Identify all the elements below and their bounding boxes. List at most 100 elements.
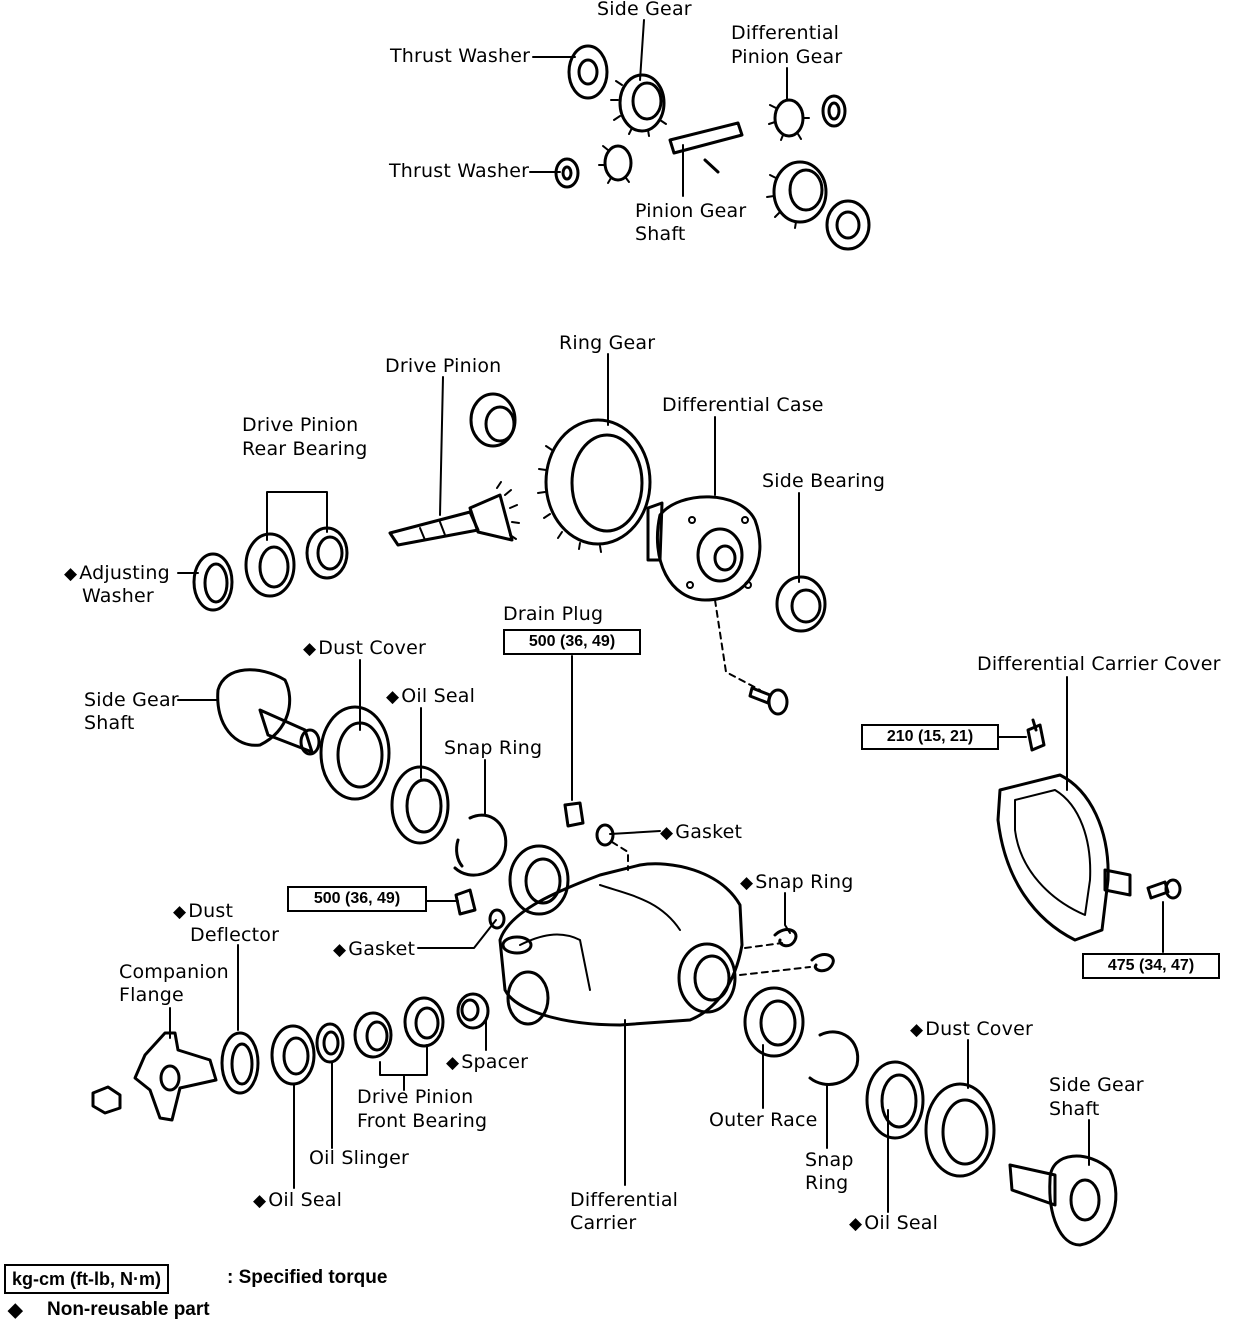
front-bearing-cone-part	[353, 1011, 393, 1059]
label-dust-deflector-line2: Deflector	[190, 924, 280, 946]
rear-bearing-cone-part	[305, 526, 349, 580]
label-side-gear-shaft-right-line2: Shaft	[1049, 1098, 1100, 1120]
label-drain-plug: Drain Plug	[503, 603, 604, 625]
torque-drain-plug: 500 (36, 49)	[503, 629, 641, 655]
non-reusable-mark: ◆	[173, 902, 187, 922]
label-side-gear-shaft-right-line1: Side Gear	[1049, 1074, 1144, 1096]
label-drive-pinion: Drive Pinion	[385, 355, 502, 377]
front-bearing-race-part	[403, 996, 445, 1048]
companion-flange-part	[133, 1031, 218, 1122]
adjusting-washer-part	[192, 552, 234, 612]
lower-side-gear-part	[766, 160, 828, 229]
companion-nut-part	[91, 1085, 122, 1115]
label-side-gear-shaft-left-line1: Side Gear	[84, 689, 179, 711]
differential-case-part	[646, 495, 762, 602]
label-drive-pinion-front-bearing-line2: Front Bearing	[357, 1110, 488, 1132]
outer-race-lower-part	[743, 986, 805, 1058]
non-reusable-mark: ◆	[386, 687, 400, 707]
label-drive-pinion-rear-bearing-line2: Rear Bearing	[242, 438, 368, 460]
non-reusable-mark: ◆	[64, 564, 78, 584]
label-companion-flange-line1: Companion	[119, 961, 229, 983]
outer-race-upper-part	[508, 844, 570, 916]
snap-ring-right-part	[773, 928, 835, 973]
label-thrust-washer-top: Thrust Washer	[390, 45, 531, 67]
label-dust-cover-right: ◆Dust Cover	[910, 1018, 1033, 1040]
torque-breather: 210 (15, 21)	[861, 724, 999, 750]
label-side-gear: Side Gear	[597, 0, 692, 20]
bolt-under-case-part	[748, 686, 789, 716]
label-pinion-gear-shaft-line1: Pinion Gear	[635, 200, 747, 222]
label-oil-slinger: Oil Slinger	[309, 1147, 409, 1169]
assembly-lines	[611, 599, 811, 976]
label-ring-gear: Ring Gear	[559, 332, 656, 354]
small-pinion-gear-part	[598, 144, 633, 184]
dust-cover-left-part	[319, 705, 391, 801]
legend-torque-text: : Specified torque	[227, 1267, 388, 1288]
rear-bearing-outer-race-part	[244, 532, 296, 598]
label-differential-carrier-cover: Differential Carrier Cover	[977, 653, 1221, 675]
label-pinion-gear-shaft-line2: Shaft	[635, 223, 686, 245]
non-reusable-mark: ◆	[910, 1020, 924, 1040]
legend-non-reusable-text: Non-reusable part	[47, 1299, 210, 1320]
thrust-washer-bottom-part	[554, 157, 580, 189]
label-differential-pinion-gear-line2: Pinion Gear	[731, 46, 843, 68]
breather-plug-part	[1026, 718, 1046, 752]
non-reusable-mark: ◆	[740, 873, 754, 893]
label-gasket-drain: ◆Gasket	[660, 821, 743, 843]
non-reusable-mark: ◆	[660, 823, 674, 843]
ring-gear-part	[537, 418, 652, 553]
non-reusable-mark: ◆	[333, 940, 347, 960]
label-dust-cover-left: ◆Dust Cover	[303, 637, 426, 659]
side-gear-shaft-right-part	[1008, 1154, 1118, 1247]
label-differential-pinion-gear-line1: Differential	[731, 22, 840, 44]
cover-bolt-part	[1146, 878, 1182, 900]
drive-pinion-part	[388, 481, 520, 547]
side-gear-part	[610, 73, 667, 137]
label-oil-seal-front: ◆Oil Seal	[253, 1189, 343, 1211]
legend-torque-box: kg-cm (ft-lb, N·m)	[4, 1264, 169, 1294]
thrust-washer-top-part	[567, 44, 609, 100]
label-differential-case: Differential Case	[662, 394, 824, 416]
label-side-gear-shaft-left-line2: Shaft	[84, 712, 135, 734]
label-oil-seal-upper: ◆Oil Seal	[386, 685, 476, 707]
label-oil-seal-right: ◆Oil Seal	[849, 1212, 939, 1234]
filler-plug-part	[454, 888, 506, 930]
label-snap-ring-lower-line1: Snap	[805, 1149, 854, 1171]
label-drive-pinion-front-bearing-line1: Drive Pinion	[357, 1086, 474, 1108]
label-drive-pinion-rear-bearing-line1: Drive Pinion	[242, 414, 359, 436]
non-reusable-mark: ◆	[253, 1191, 267, 1211]
snap-ring-lower-part	[808, 1030, 860, 1086]
differential-pinion-gear-part	[768, 94, 847, 141]
non-reusable-mark: ◆	[446, 1053, 460, 1073]
differential-carrier-cover-part	[996, 773, 1132, 942]
label-snap-ring-lower-line2: Ring	[805, 1172, 849, 1194]
torque-cover-bolt: 475 (34, 47)	[1082, 953, 1220, 979]
oil-slinger-part	[315, 1022, 345, 1064]
drive-pinion-bearing-part	[469, 392, 517, 448]
label-outer-race: Outer Race	[709, 1109, 818, 1131]
oil-seal-right-part	[865, 1060, 925, 1140]
label-side-bearing: Side Bearing	[762, 470, 886, 492]
label-differential-carrier-line1: Differential	[570, 1189, 679, 1211]
label-thrust-washer-bottom: Thrust Washer	[389, 160, 530, 182]
side-gear-shaft-left-part	[216, 668, 321, 756]
label-differential-carrier-line2: Carrier	[570, 1212, 637, 1234]
label-spacer: ◆Spacer	[446, 1051, 529, 1073]
side-bearing-part	[775, 575, 827, 633]
pinion-gear-shaft-part	[668, 121, 744, 174]
label-snap-ring-upper: Snap Ring	[444, 737, 543, 759]
differential-carrier-part	[498, 862, 744, 1027]
oil-seal-upper-part	[390, 765, 450, 845]
legend-diamond-icon: ◆	[8, 1300, 23, 1321]
dust-deflector-part	[220, 1031, 260, 1095]
label-gasket-filler: ◆Gasket	[333, 938, 416, 960]
non-reusable-mark: ◆	[303, 639, 317, 659]
spacer-part	[456, 992, 490, 1030]
oil-seal-front-part	[270, 1024, 316, 1086]
label-dust-deflector-line1: ◆Dust	[173, 900, 234, 922]
dust-cover-right-part	[924, 1082, 996, 1178]
snap-ring-upper-part	[453, 813, 508, 877]
label-adjusting-washer-line1: ◆Adjusting	[64, 562, 170, 584]
